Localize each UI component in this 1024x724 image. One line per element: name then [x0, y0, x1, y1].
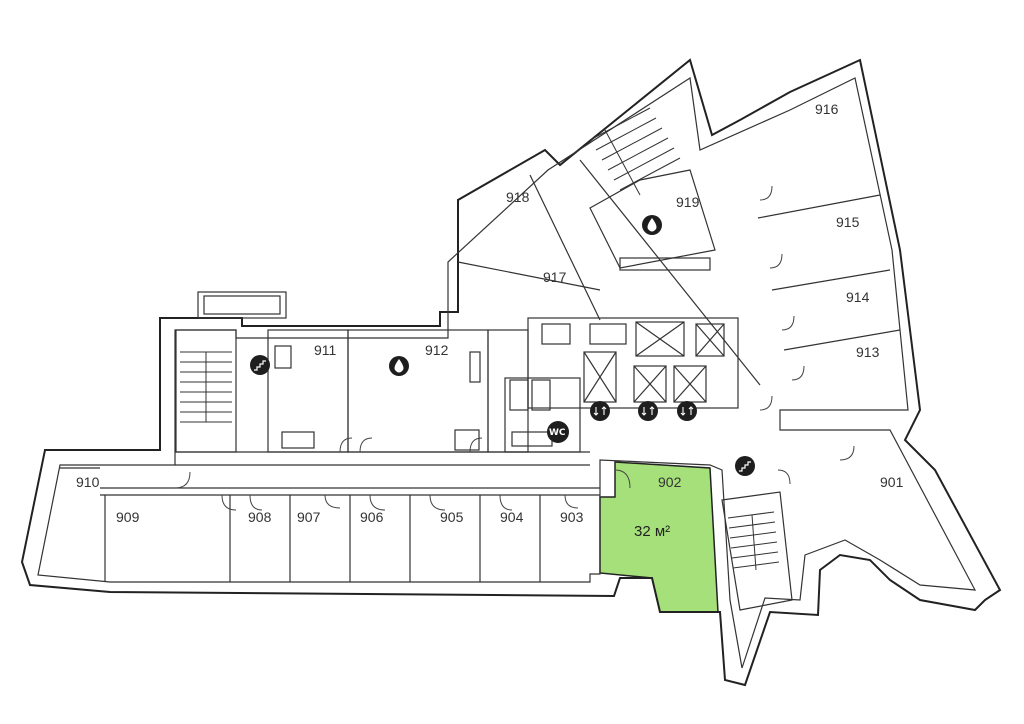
- room-918-label: 918: [506, 189, 530, 205]
- elevator-icon: [677, 401, 697, 421]
- elevator-icon: [590, 401, 610, 421]
- stairs-icon: [735, 456, 755, 476]
- room-903-label: 903: [560, 509, 584, 525]
- elevator-shaft: [635, 321, 685, 357]
- room-905-label: 905: [440, 509, 464, 525]
- room-902-label: 902: [658, 474, 682, 490]
- room-904-label: 904: [500, 509, 524, 525]
- room-901-label: 901: [880, 474, 904, 490]
- room-913-label: 913: [856, 344, 880, 360]
- elevator-icon: [638, 401, 658, 421]
- room-910-label: 910: [76, 474, 100, 490]
- room-912-label: 912: [425, 342, 449, 358]
- room-915-label: 915: [836, 214, 860, 230]
- room-908-label: 908: [248, 509, 272, 525]
- room-902-area: 32 м²: [634, 523, 670, 540]
- room-914-label: 914: [846, 289, 870, 305]
- outer-wall-west: [20, 58, 1002, 687]
- stairwell-west: [175, 329, 237, 453]
- room-917-label: 917: [543, 269, 567, 285]
- wc-icon: WC: [547, 421, 569, 443]
- water-drop-icon: [642, 215, 662, 235]
- room-909-label: 909: [116, 509, 140, 525]
- room-919-label: 919: [676, 194, 700, 210]
- room-907-label: 907: [297, 509, 321, 525]
- room-911-label: 911: [314, 342, 337, 358]
- room-906-label: 906: [360, 509, 384, 525]
- water-drop-icon: [389, 356, 409, 376]
- svg-text:WC: WC: [549, 428, 566, 438]
- stairs-icon: [250, 355, 270, 375]
- room-916-label: 916: [815, 101, 839, 117]
- inner-wall-west: [37, 76, 977, 669]
